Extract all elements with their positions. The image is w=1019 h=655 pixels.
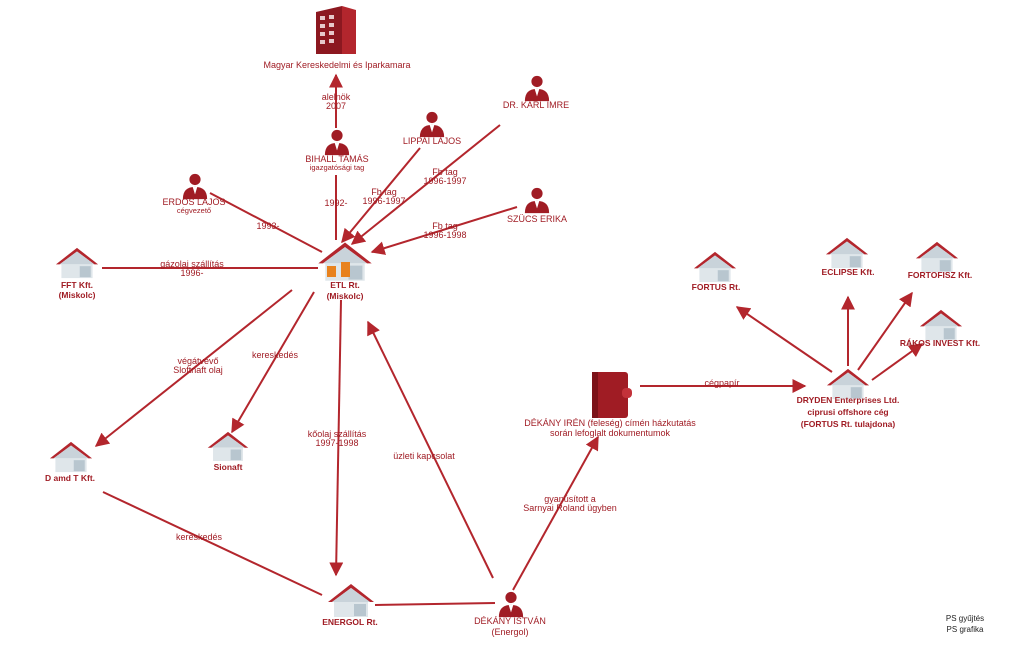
edge-label-gyanusitott: gyanúsított a xyxy=(544,494,596,504)
building-icon xyxy=(316,6,356,54)
credit-line2: PS grafika xyxy=(947,625,984,634)
edge-label-vegatvevo-2: Sloftnaft olaj xyxy=(173,365,223,375)
company-name-fortofisz: FORTOFISZ Kft. xyxy=(908,270,973,280)
edges xyxy=(94,73,924,606)
person-icon-bihall xyxy=(324,129,350,156)
edge-label-koolaj: kőolaj szállítás xyxy=(308,429,367,439)
edge-dryden-fortus xyxy=(735,306,833,373)
edge-dekany-irén xyxy=(512,435,599,591)
credit-line1: PS gyűjtés xyxy=(946,614,984,623)
edge-label-1992: 1992- xyxy=(324,198,347,208)
edge-dryden-fortofisz xyxy=(857,291,913,371)
edge-lippai-etl xyxy=(341,147,421,244)
edge-szucs-etl xyxy=(370,206,518,255)
company-name-sionaft: Sionaft xyxy=(214,462,243,472)
edge-label-szucs-fb: Fb tag xyxy=(432,221,458,231)
company-name-energol: ENERGOL Rt. xyxy=(322,617,378,627)
etl-house-icon xyxy=(318,242,372,281)
edge-label-szucs-years: 1996-1998 xyxy=(423,230,466,240)
sionaft-house-icon xyxy=(207,431,249,461)
edge-label-karl-years: 1996-1997 xyxy=(423,176,466,186)
company-city-etl: (Miskolc) xyxy=(327,291,364,301)
person-icon-szucs xyxy=(524,187,550,214)
person-name-erdos: ERDŐS LAJOS xyxy=(162,197,225,207)
company-name-eclipse: ECLIPSE Kft. xyxy=(822,267,875,277)
company-owner-dryden: (FORTUS Rt. tulajdona) xyxy=(801,419,896,429)
edge-label-kereskedes-sionaft: kereskedés xyxy=(252,350,299,360)
person-name-szucs: SZÜCS ERIKA xyxy=(507,214,567,224)
edge-damdt-energol xyxy=(102,491,323,596)
edge-label-gazolaj-year: 1996- xyxy=(180,268,203,278)
edge-label-koolaj-years: 1997-1998 xyxy=(315,438,358,448)
edge-label-karl-fb: Fb tag xyxy=(432,167,458,177)
person-icon-dekany xyxy=(498,591,524,618)
person-role-erdos: cégvezető xyxy=(177,206,211,215)
edge-label-vegatvevo: végátvevő xyxy=(177,356,218,366)
edge-label-gazolaj: gázolaj szállítás xyxy=(160,259,224,269)
edge-dryden-rakos xyxy=(871,343,924,381)
company-name-rakos: RÁKOS INVEST Kft. xyxy=(900,338,980,348)
fft-house-icon xyxy=(55,247,99,279)
document-caption-line2: során lefoglalt dokumentumok xyxy=(550,428,671,438)
damdt-house-icon xyxy=(49,441,93,473)
company-name-fortus: FORTUS Rt. xyxy=(692,282,741,292)
edge-label-alelnok: alelnök xyxy=(322,92,351,102)
person-icon-karl xyxy=(524,75,550,102)
edge-erdos-etl xyxy=(209,192,323,253)
edge-karl-etl xyxy=(350,124,501,245)
person-icon-lippai xyxy=(419,111,445,138)
edge-label-gyanusitott-2: Sarnyai Roland ügyben xyxy=(523,503,617,513)
company-desc-dryden: ciprusi offshore cég xyxy=(807,407,888,417)
company-name-fft: FFT Kft. xyxy=(61,280,93,290)
notebook-icon xyxy=(592,372,632,418)
edge-label-1993: 1993- xyxy=(256,221,279,231)
edge-dekany-etl xyxy=(367,320,494,579)
energol-house-icon xyxy=(328,584,374,617)
rakos-house-icon xyxy=(919,309,963,341)
fortus-house-icon xyxy=(693,251,737,283)
person-role-dekany: (Energol) xyxy=(491,627,528,637)
person-role-bihall: igazgatósági tag xyxy=(310,163,365,172)
person-name-dekany: DÉKÁNY ISTVÁN xyxy=(474,616,546,626)
person-name-lippai: LIPPAI LAJOS xyxy=(403,136,461,146)
edge-etl-damdt xyxy=(94,289,293,447)
fortofisz-house-icon xyxy=(915,241,959,273)
person-name-bihall: BIHALL TAMÁS xyxy=(305,154,368,164)
company-name-etl: ETL Rt. xyxy=(330,280,360,290)
company-city-fft: (Miskolc) xyxy=(59,290,96,300)
edge-label-cegpapir: cégpapír xyxy=(704,378,739,388)
edge-label-alelnok-year: 2007 xyxy=(326,101,346,111)
document-caption-line1: DÉKÁNY IRÉN (feleség) címén házkutatás xyxy=(524,418,696,428)
person-icon-erdos xyxy=(182,173,208,200)
edge-etl-sionaft xyxy=(231,291,315,434)
edge-label-uzleti: üzleti kapcsolat xyxy=(393,451,455,461)
company-name-dryden: DRYDEN Enterprises Ltd. xyxy=(797,395,900,405)
node-label-chamber: Magyar Kereskedelmi és Iparkamara xyxy=(263,60,410,70)
edge-label-lippai-years: 1996-1997 xyxy=(362,196,405,206)
eclipse-house-icon xyxy=(825,237,869,269)
person-name-karl: DR. KARL IMRE xyxy=(503,100,569,110)
company-name-damdt: D amd T Kft. xyxy=(45,473,95,483)
edge-label-lippai-fb: Fb tag xyxy=(371,187,397,197)
edge-etl-energol xyxy=(329,299,344,577)
edge-label-kereskedes-energol: kereskedés xyxy=(176,532,223,542)
edge-energol-dekany xyxy=(374,602,496,606)
